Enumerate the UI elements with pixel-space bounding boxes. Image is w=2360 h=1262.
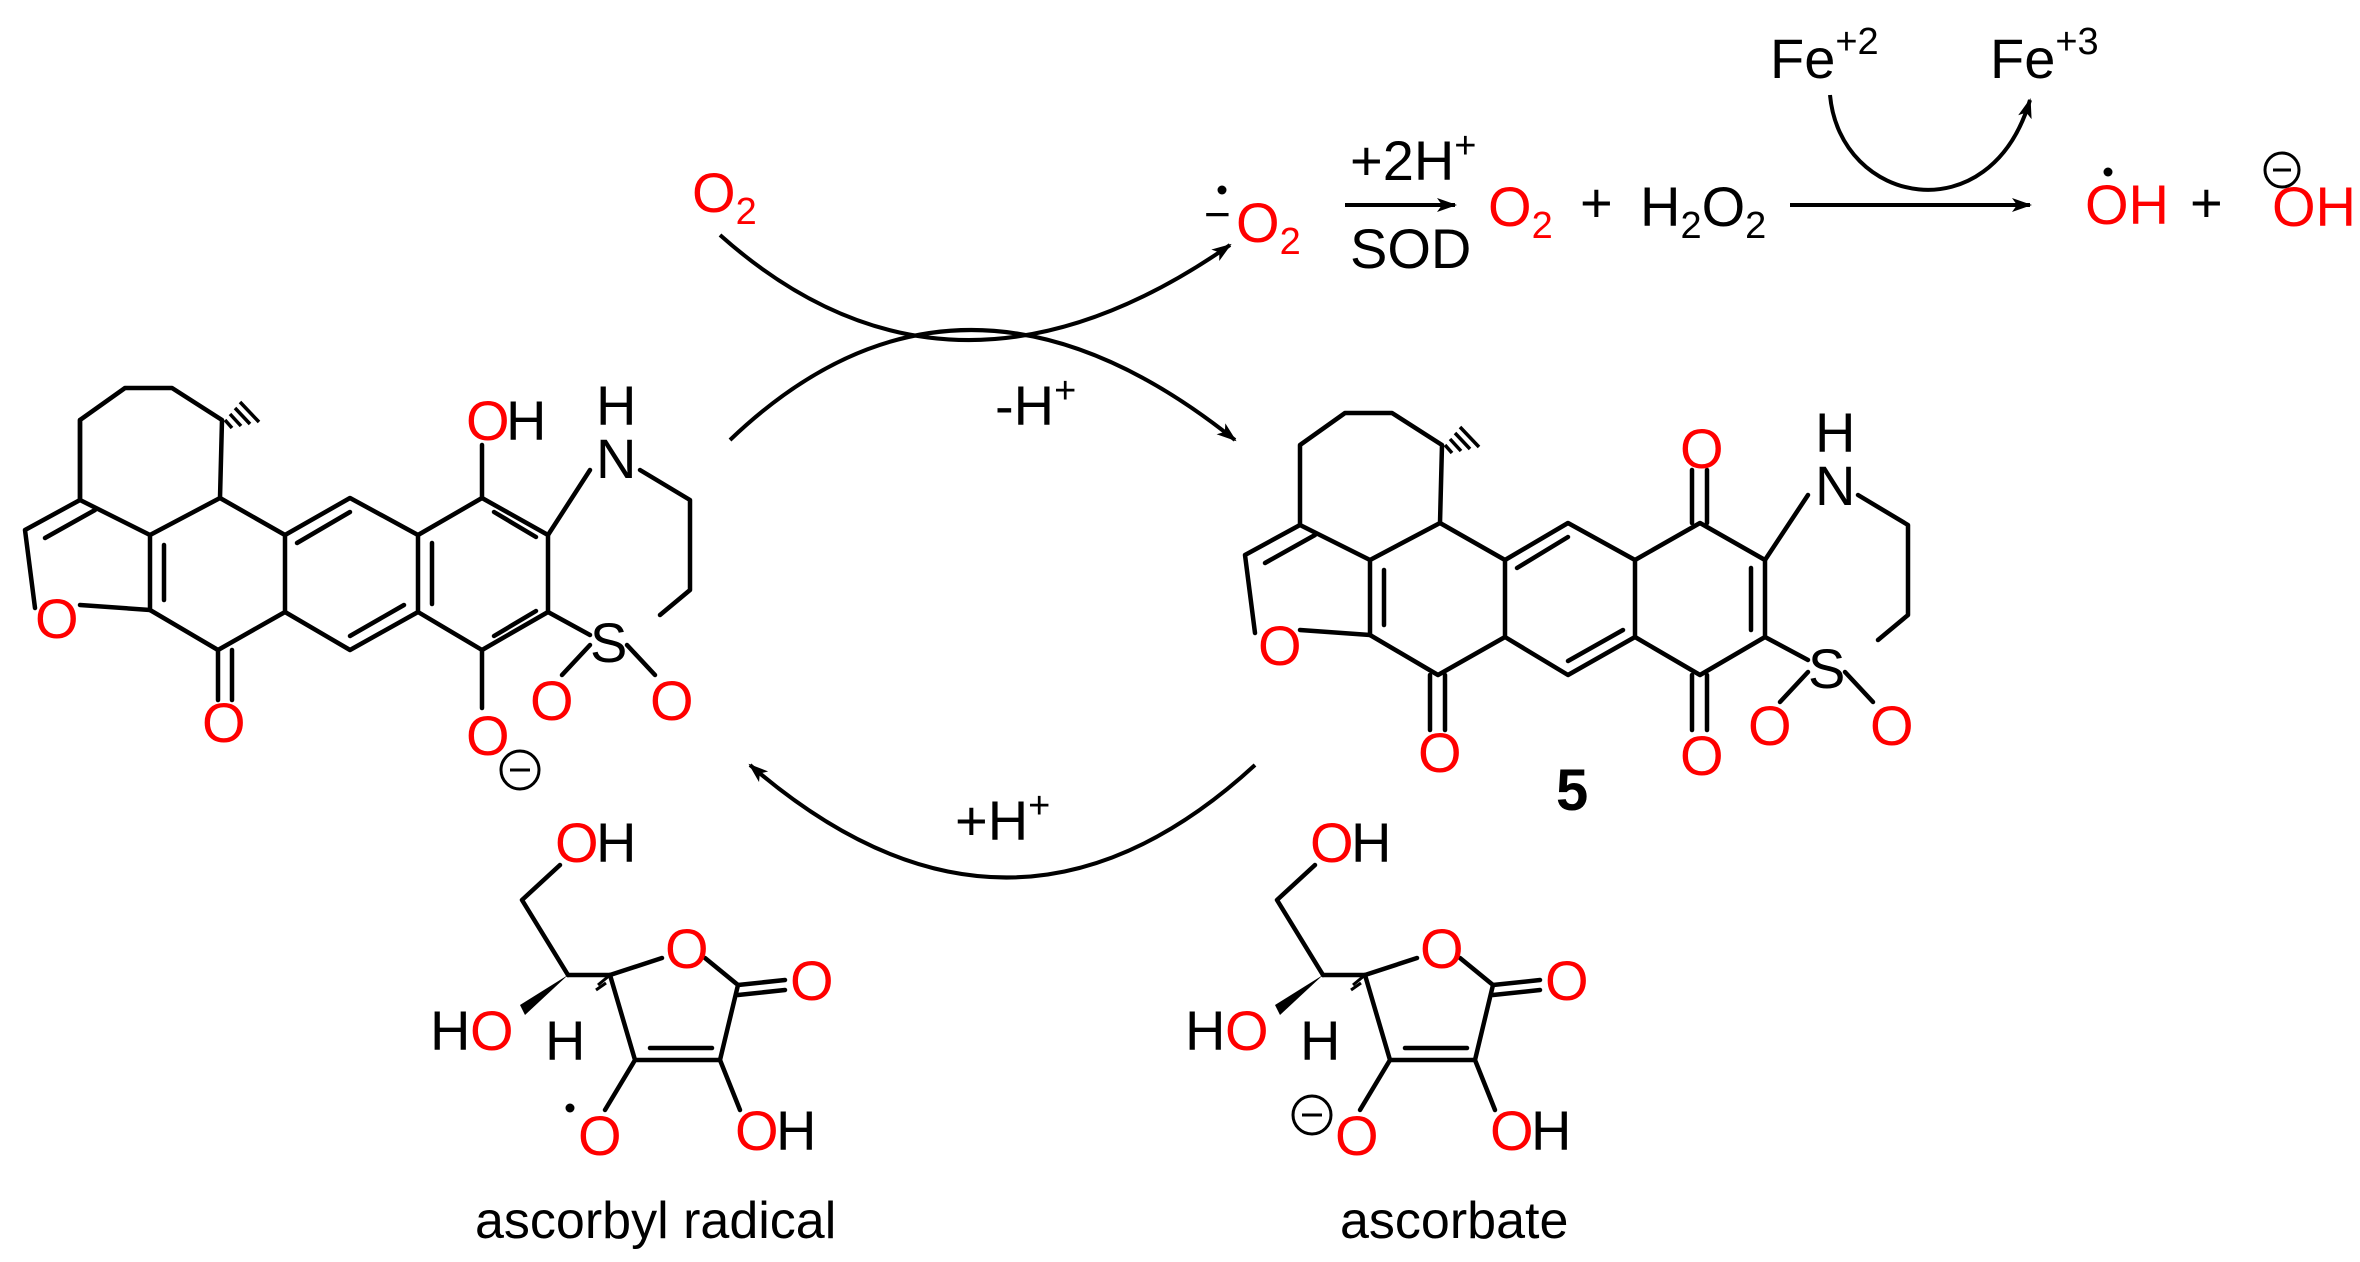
svg-text:H: H (776, 1099, 816, 1162)
plus-sign-2: + (2190, 171, 2223, 234)
svg-text:O: O (1680, 417, 1724, 480)
svg-text:O: O (466, 704, 510, 767)
oxygen-reduction-arrow (718, 233, 1232, 343)
svg-text:O: O (530, 669, 574, 732)
svg-text:O: O (1870, 694, 1914, 757)
svg-text:N: N (1815, 454, 1855, 517)
svg-text:H: H (1185, 999, 1225, 1062)
svg-text:O: O (735, 1099, 779, 1162)
svg-text:O: O (1545, 949, 1589, 1012)
ascorbyl-radical-label: ascorbyl radical (475, 1192, 836, 1250)
svg-text:Fe+2: Fe+2 (1770, 21, 1879, 90)
oxygen-product: O2 (1488, 175, 1553, 247)
hydroxide-anion: OH (2263, 151, 2356, 238)
hydroxyl-radical: OH (2085, 167, 2169, 236)
svg-text:OH: OH (2272, 175, 2356, 238)
svg-text:-H+: -H+ (995, 370, 1076, 437)
semiquinone-anion-structure: O O O H O N H S O O (22, 374, 694, 791)
svg-text:H2O2: H2O2 (1640, 175, 1766, 247)
svg-text:H: H (596, 811, 636, 874)
reduction-arrow: +H+ (748, 763, 1257, 880)
svg-text:O: O (1490, 1099, 1534, 1162)
ascorbate-structure: O H H O H O O O O H ascorbate (1185, 811, 1589, 1250)
fenton-arrow (1790, 94, 2032, 212)
svg-text:O2: O2 (1488, 175, 1553, 247)
svg-text:OH: OH (2085, 173, 2169, 236)
svg-text:O: O (1748, 694, 1792, 757)
svg-text:O: O (470, 999, 514, 1062)
quinone-compound-5-structure: O O O O N H S O O 5 (1242, 401, 1914, 823)
svg-text:H: H (596, 374, 636, 437)
svg-text:O: O (650, 669, 694, 732)
svg-text:H: H (545, 1009, 585, 1072)
svg-text:O: O (1420, 917, 1464, 980)
svg-text:+2H+: +2H+ (1350, 125, 1477, 192)
svg-text:O: O (1310, 811, 1354, 874)
svg-text:+H+: +H+ (955, 785, 1050, 852)
svg-text:O2: O2 (692, 161, 757, 233)
plus-sign: + (1580, 171, 1613, 234)
svg-text:H: H (1531, 1099, 1571, 1162)
hydrogen-peroxide: H2O2 (1640, 175, 1766, 247)
svg-text:H: H (1300, 1009, 1340, 1072)
svg-text:H: H (506, 389, 546, 452)
svg-text:S: S (590, 611, 627, 674)
ferrous-iron: Fe+2 (1770, 21, 1879, 90)
ferric-iron: Fe+3 (1990, 21, 2099, 90)
svg-text:SOD: SOD (1350, 217, 1471, 280)
compound-number: 5 (1556, 758, 1588, 823)
svg-text:O: O (1680, 724, 1724, 787)
svg-text:S: S (1808, 637, 1845, 700)
svg-text:O: O (1335, 1104, 1379, 1167)
svg-text:O: O (1225, 999, 1269, 1062)
svg-text:O: O (466, 389, 510, 452)
svg-text:−: − (1204, 188, 1231, 240)
svg-text:N: N (596, 427, 636, 490)
svg-text:O: O (578, 1104, 622, 1167)
oxidation-arrow: -H+ (728, 328, 1237, 442)
ascorbyl-radical-structure: O H H O H O O O O H ascorbyl radical (430, 811, 836, 1250)
svg-text:H: H (1815, 401, 1855, 464)
svg-text:H: H (430, 999, 470, 1062)
svg-text:O: O (1258, 614, 1302, 677)
dismutation-arrow: +2H+ SOD (1345, 125, 1477, 280)
svg-text:O: O (35, 587, 79, 650)
svg-text:O: O (665, 917, 709, 980)
svg-text:O: O (1418, 721, 1462, 784)
svg-text:O: O (790, 949, 834, 1012)
superoxide-radical-anion: − O2 (1204, 185, 1301, 263)
svg-text:Fe+3: Fe+3 (1990, 21, 2099, 90)
svg-text:O: O (202, 691, 246, 754)
svg-text:O: O (555, 811, 599, 874)
oxygen-reactant: O2 (692, 161, 757, 233)
ascorbate-label: ascorbate (1340, 1192, 1568, 1250)
svg-text:O2: O2 (1236, 191, 1301, 263)
svg-text:H: H (1351, 811, 1391, 874)
